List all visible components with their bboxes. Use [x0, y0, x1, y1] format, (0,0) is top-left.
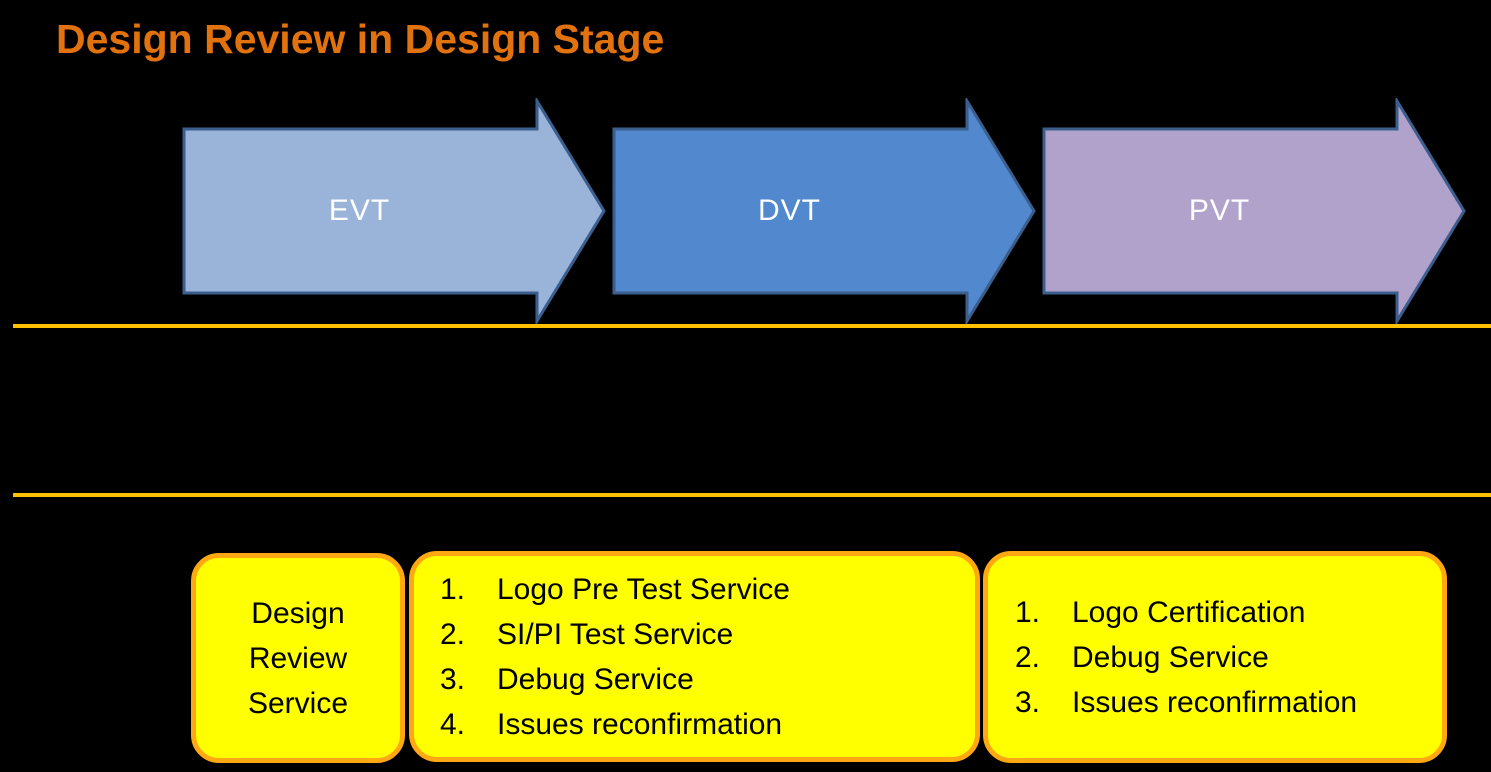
list-item: 1. Logo Pre Test Service [440, 567, 969, 612]
list-item: 2. Debug Service [1015, 635, 1436, 680]
right-arrow-shape-icon [182, 98, 606, 324]
list-item: 1. Logo Certification [1015, 590, 1436, 635]
list-item-text: Logo Pre Test Service [497, 572, 790, 606]
right-arrow-shape-icon [1042, 98, 1466, 324]
stage-arrow-pvt: PVT [1042, 98, 1467, 324]
list-marker: 4. [440, 707, 466, 741]
list-item-text: Debug Service [1072, 640, 1269, 674]
list-marker: 1. [1015, 595, 1041, 629]
list-item: 3. Debug Service [440, 657, 969, 702]
page-title: Design Review in Design Stage [56, 16, 665, 62]
list-item-text: Issues reconfirmation [497, 707, 783, 741]
divider-line-bottom [13, 493, 1491, 497]
list-item-text: Issues reconfirmation [1072, 685, 1358, 719]
list-item-text: SI/PI Test Service [497, 617, 734, 651]
design-review-line: Service [247, 686, 349, 720]
stage-label-pvt: PVT [1188, 194, 1251, 227]
list-marker: 2. [1015, 640, 1041, 674]
list-item-text: Debug Service [497, 662, 694, 696]
list-marker: 3. [440, 662, 466, 696]
list-item: 4. Issues reconfirmation [440, 702, 969, 747]
stage-arrow-dvt: DVT [612, 98, 1037, 324]
list-marker: 1. [440, 572, 466, 606]
design-review-line: Design [251, 596, 345, 630]
list-item: 3. Issues reconfirmation [1015, 680, 1436, 725]
divider-line-top [13, 324, 1491, 328]
stage-label-evt: EVT [328, 194, 391, 227]
dvt-services-box: 1. Logo Pre Test Service 2. SI/PI Test S… [409, 551, 980, 762]
stage-label-dvt: DVT [758, 194, 821, 227]
list-item-text: Logo Certification [1072, 595, 1306, 629]
stage-arrow-evt: EVT [182, 98, 607, 324]
list-item: 2. SI/PI Test Service [440, 612, 969, 657]
right-arrow-shape-icon [612, 98, 1036, 324]
list-marker: 2. [440, 617, 466, 651]
pvt-services-box: 1. Logo Certification 2. Debug Service 3… [983, 551, 1447, 763]
list-marker: 3. [1015, 685, 1041, 719]
design-review-line: Review [248, 641, 348, 675]
design-review-service-box: Design Review Service [191, 553, 405, 763]
